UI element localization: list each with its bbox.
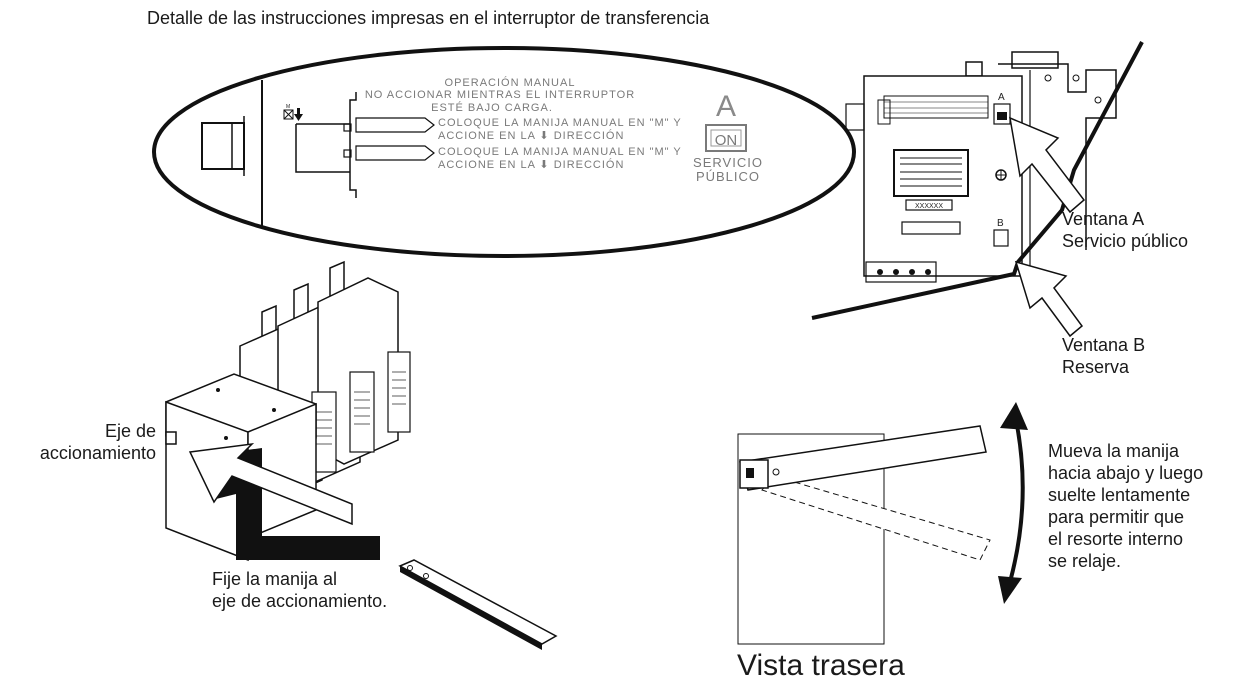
cutaway-edge: [811, 41, 1144, 320]
transfer-switch-front: A XXXXXX B: [811, 41, 1144, 338]
window-letter-a: A: [716, 90, 736, 123]
instruction-detail: M OPERACIÓN MANUAL NO ACCIONAR MIENTRAS …: [152, 46, 856, 258]
move-handle-label: Mueva la manija hacia abajo y luego suel…: [1048, 440, 1203, 572]
position-name-line-1: SERVICIO: [693, 155, 763, 170]
switch-body-isometric: [165, 260, 558, 650]
attach-label-line-2: eje de accionamiento.: [212, 591, 388, 611]
instruction-arrow-icon: [343, 117, 435, 133]
switch-window-b: [993, 229, 1009, 247]
shaft-label-line-2: accionamiento: [39, 443, 156, 463]
instruction-line-1b: ACCIONE EN LA ⬇ DIRECCIÓN: [438, 129, 624, 142]
detail-ellipse: [152, 46, 856, 258]
window-a-label: Ventana A Servicio público: [1062, 208, 1188, 252]
on-indicator-window: [705, 124, 747, 152]
shaft-label: Eje de accionamiento: [14, 420, 156, 464]
move-label-line: Mueva la manija: [1048, 441, 1180, 461]
manual-handle: [398, 559, 558, 650]
window-a-arrow: [1009, 116, 1086, 214]
warning-line-2: ESTÉ BAJO CARGA.: [431, 101, 553, 114]
attach-arrow: [188, 442, 353, 526]
operating-shaft: [165, 431, 177, 445]
window-a-desc: Servicio público: [1062, 231, 1189, 251]
move-label-line: suelte lentamente: [1048, 485, 1191, 505]
warning-line-1: NO ACCIONAR MIENTRAS EL INTERRUPTOR: [365, 89, 635, 101]
motion-double-arrow: [1008, 419, 1025, 583]
switch-window-a: [993, 103, 1011, 125]
m-marker-text: M: [286, 104, 290, 110]
switch-plate-code: XXXXXX: [915, 203, 943, 210]
manual-operation-heading: OPERACIÓN MANUAL: [445, 76, 576, 89]
move-label-line: hacia abajo y luego: [1048, 463, 1204, 483]
instruction-line-1a: COLOQUE LA MANIJA MANUAL EN "M" Y: [438, 117, 682, 129]
rear-view-caption: Vista trasera: [737, 649, 905, 682]
instruction-line-2a: COLOQUE LA MANIJA MANUAL EN "M" Y: [438, 146, 682, 158]
rear-view: [737, 402, 1028, 645]
window-a-name: Ventana A: [1062, 209, 1145, 229]
instruction-arrow-icon: [343, 145, 435, 161]
down-arrow-icon: [294, 108, 303, 121]
diagram-title: Detalle de las instrucciones impresas en…: [147, 8, 710, 28]
window-b-label: Ventana B Reserva: [1062, 334, 1145, 378]
on-state-text: ON: [715, 132, 738, 149]
move-label-line: para permitir que: [1048, 507, 1185, 527]
move-label-line: se relaje.: [1048, 551, 1122, 571]
attach-handle-label: Fije la manija al eje de accionamiento.: [212, 568, 387, 612]
m-position-icon: M: [283, 104, 294, 120]
window-b-arrow: [1014, 260, 1084, 338]
switch-window-letter-a: A: [998, 92, 1005, 103]
position-name-line-2: PÚBLICO: [696, 169, 760, 184]
window-b-name: Ventana B: [1062, 335, 1146, 355]
move-label-line: el resorte interno: [1048, 529, 1184, 549]
shaft-label-line-1: Eje de: [104, 421, 156, 441]
attach-label-line-1: Fije la manija al: [212, 569, 338, 589]
switch-rating-label: [893, 149, 969, 197]
switch-window-letter-b: B: [997, 218, 1004, 229]
window-b-desc: Reserva: [1062, 357, 1130, 377]
instruction-line-2b: ACCIONE EN LA ⬇ DIRECCIÓN: [438, 158, 624, 171]
